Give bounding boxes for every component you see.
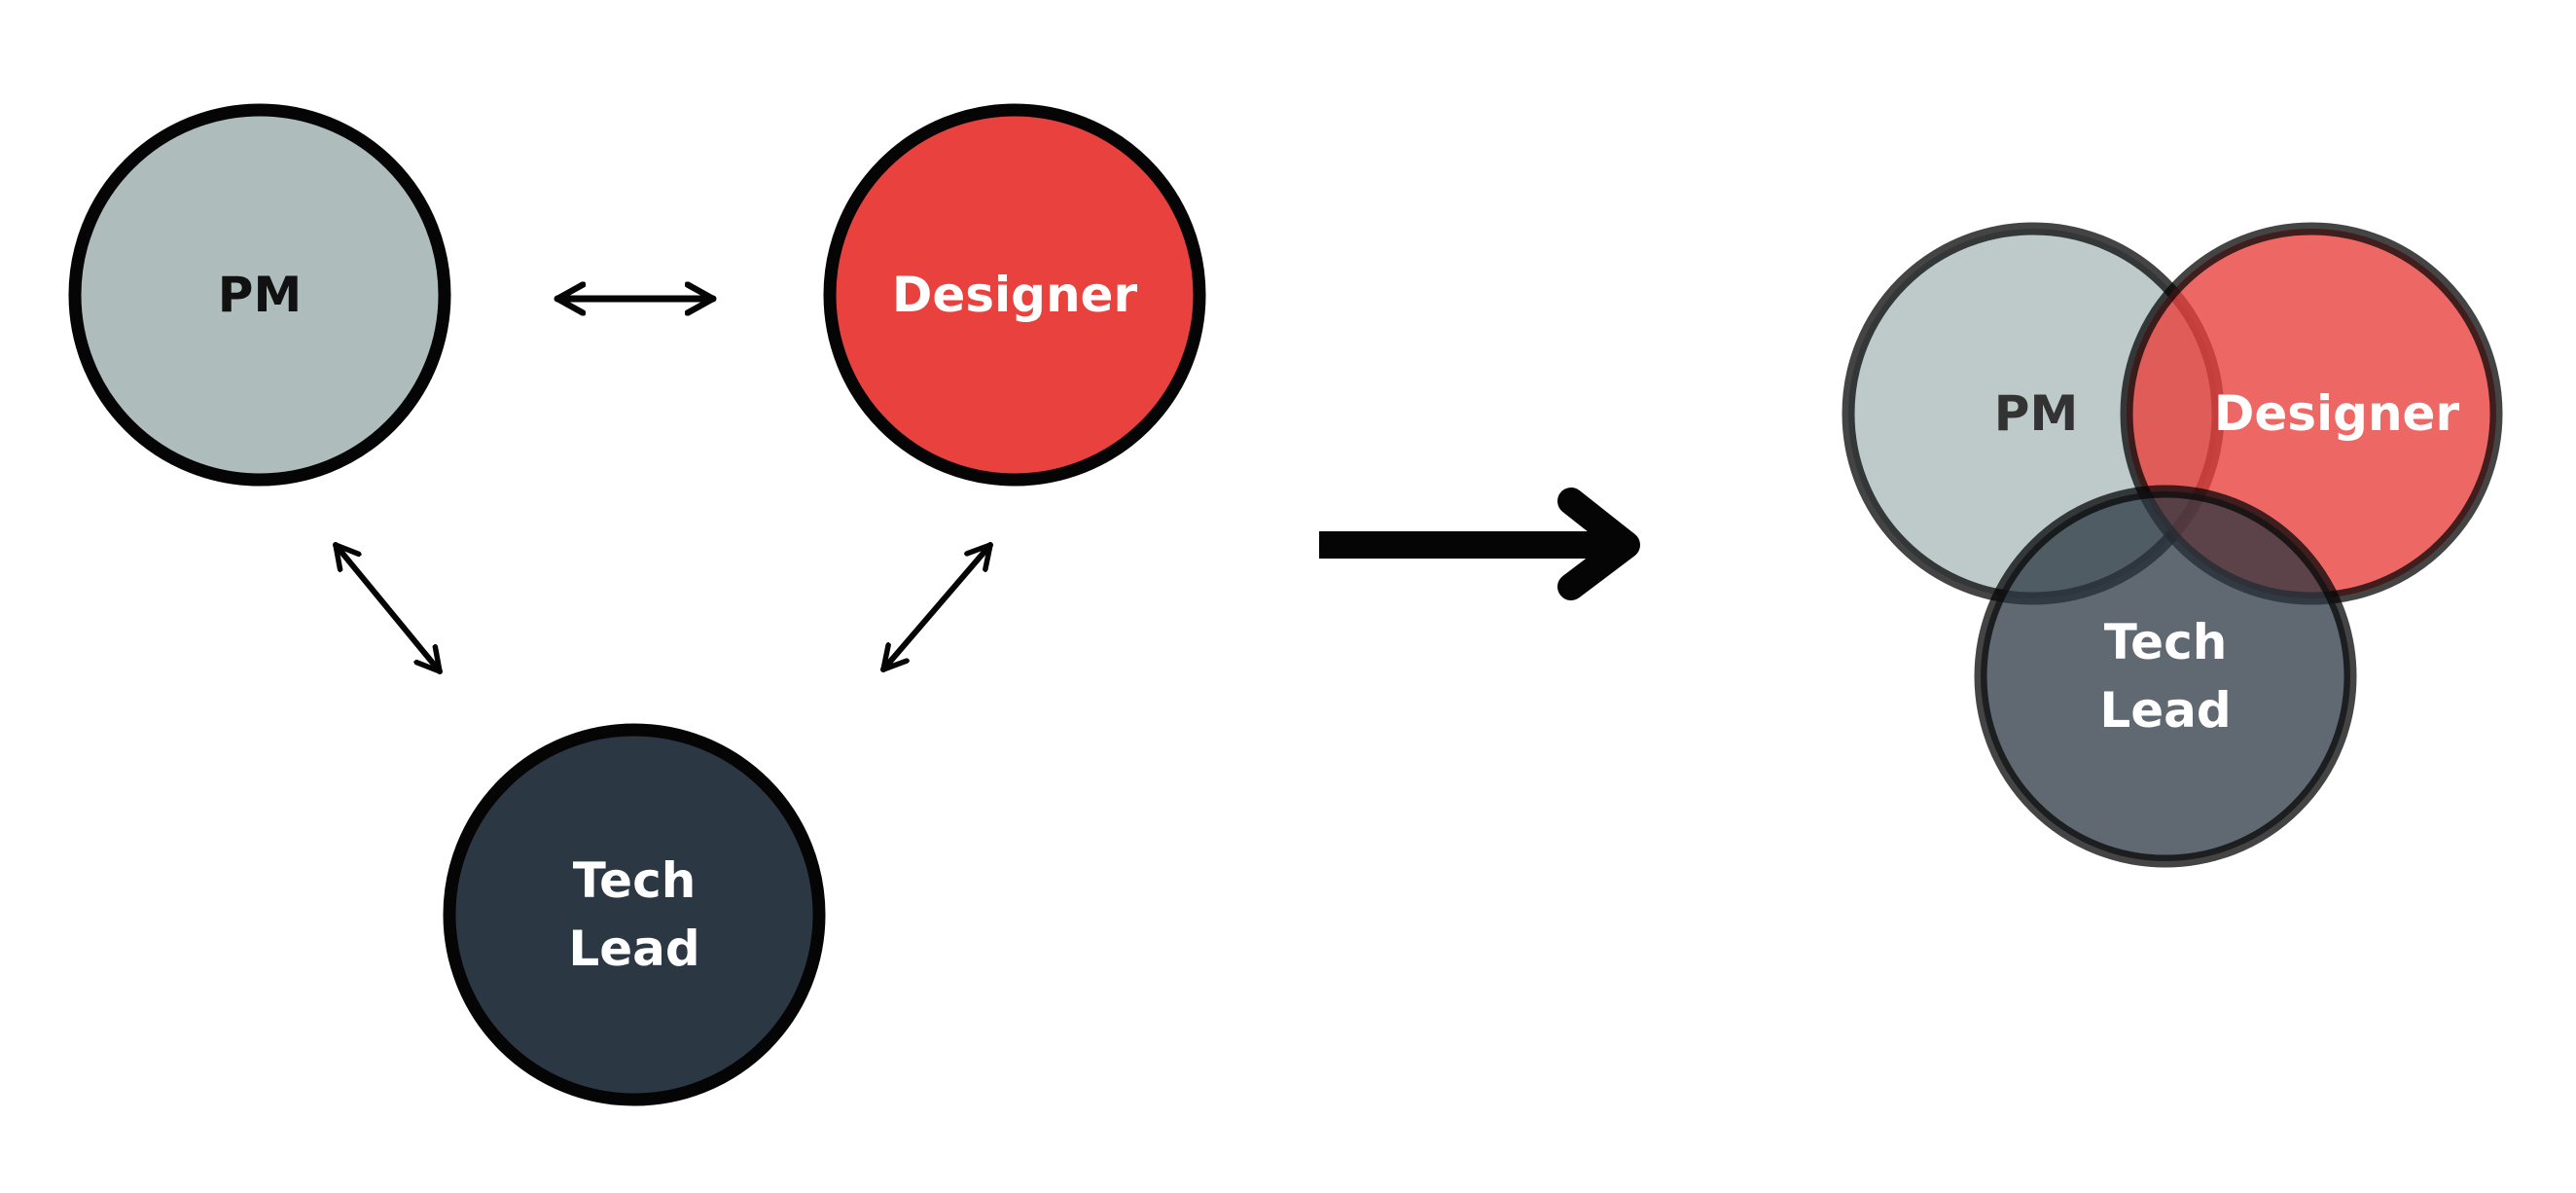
pm-label: PM — [218, 267, 302, 323]
before-group: PM Designer Tech Lead — [68, 103, 1206, 1106]
transition-arrow-head — [1557, 488, 1640, 600]
venn-tech-lead-label-line2: Lead — [2099, 682, 2231, 739]
tech-lead-label-line1: Tech — [573, 852, 697, 909]
pm-circle — [68, 103, 451, 487]
designer-circle — [823, 103, 1206, 487]
transition-arrow — [1319, 488, 1640, 600]
venn-tech-lead-label-line1: Tech — [2104, 614, 2228, 670]
tech-lead-label-line2: Lead — [568, 921, 699, 977]
tech-lead-circle — [443, 723, 826, 1106]
venn-pm-label: PM — [1994, 385, 2078, 442]
venn-designer-label: Designer — [2214, 385, 2460, 442]
pm-tech-lead-arrow — [333, 542, 443, 674]
after-group: PM Designer Tech Lead — [1842, 222, 2503, 868]
designer-tech-lead-arrow — [880, 542, 993, 672]
venn-tech-lead-circle — [1974, 485, 2357, 868]
designer-label: Designer — [892, 267, 1138, 323]
